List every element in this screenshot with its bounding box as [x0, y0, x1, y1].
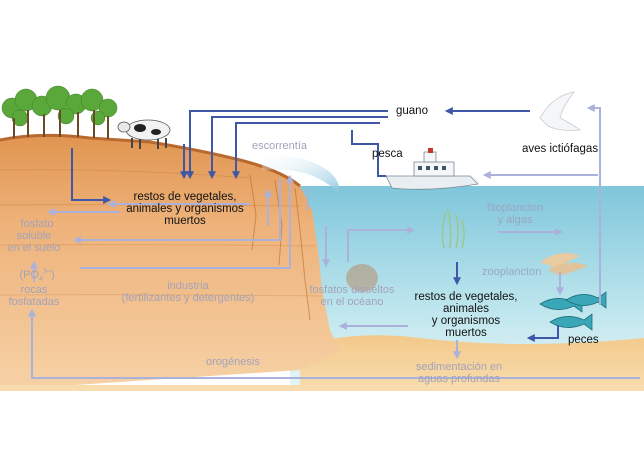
seabed: [300, 335, 644, 390]
arrow-escorrentia-branch: [72, 178, 281, 244]
arrow-guano-to-land-3: [232, 122, 380, 180]
label-fosfatos-disueltos: fosfatos disueltos en el océano: [309, 284, 395, 308]
cow-illustration: [117, 119, 171, 149]
arrow-fish-to-restos: [526, 325, 559, 342]
fosfato-formula: (PO43−): [19, 268, 55, 283]
fosfato-soluble-text: fosfato soluble en el suelo: [7, 218, 61, 254]
label-fosfato-soluble: fosfato soluble en el suelo (PO43−): [2, 206, 66, 286]
label-guano: guano: [396, 105, 428, 117]
arrow-guano-to-land-1: [186, 110, 388, 180]
label-zooplancton: zooplancton: [482, 266, 542, 278]
label-orogenesis: orogénesis: [206, 356, 260, 368]
arrow-industria-loop: [80, 174, 294, 269]
seaweed: [441, 209, 465, 249]
label-industria: industria (fertilizantes y detergentes): [121, 280, 255, 304]
sediment-cloud: [346, 264, 378, 292]
arrow-boat-to-land: [351, 130, 386, 177]
seabird: [539, 91, 582, 131]
runoff-arrows: [106, 188, 272, 226]
trees: [1, 85, 118, 139]
runoff-splash: [262, 155, 339, 192]
label-sedimentacion: sedimentación en aguas profundas: [415, 361, 503, 385]
fish-school: [539, 291, 607, 331]
arrow-fosfatos-up: [347, 226, 416, 262]
zooplankton: [540, 253, 588, 276]
dark-arrows: [71, 107, 559, 342]
label-peces: peces: [568, 334, 599, 346]
fishing-boat: [385, 148, 479, 190]
arrow-orogenesis: [28, 308, 640, 379]
label-aves-ictiofagas: aves ictiófagas: [522, 143, 599, 155]
light-arrows: [28, 104, 640, 379]
arrow-guano-to-land-2: [211, 116, 388, 176]
label-restos-tierra: restos de vegetales, animales y organism…: [126, 191, 244, 227]
label-fitoplancton: fitoplancton y algas: [486, 202, 544, 226]
label-escorrentia: escorrentía: [252, 140, 308, 152]
label-rocas-fosfatadas: rocas fosfatadas: [8, 284, 60, 308]
arrow-trees-to-restos: [71, 148, 112, 204]
label-restos-mar: restos de vegetales, animales y organism…: [414, 291, 518, 339]
label-pesca: pesca: [372, 148, 403, 160]
